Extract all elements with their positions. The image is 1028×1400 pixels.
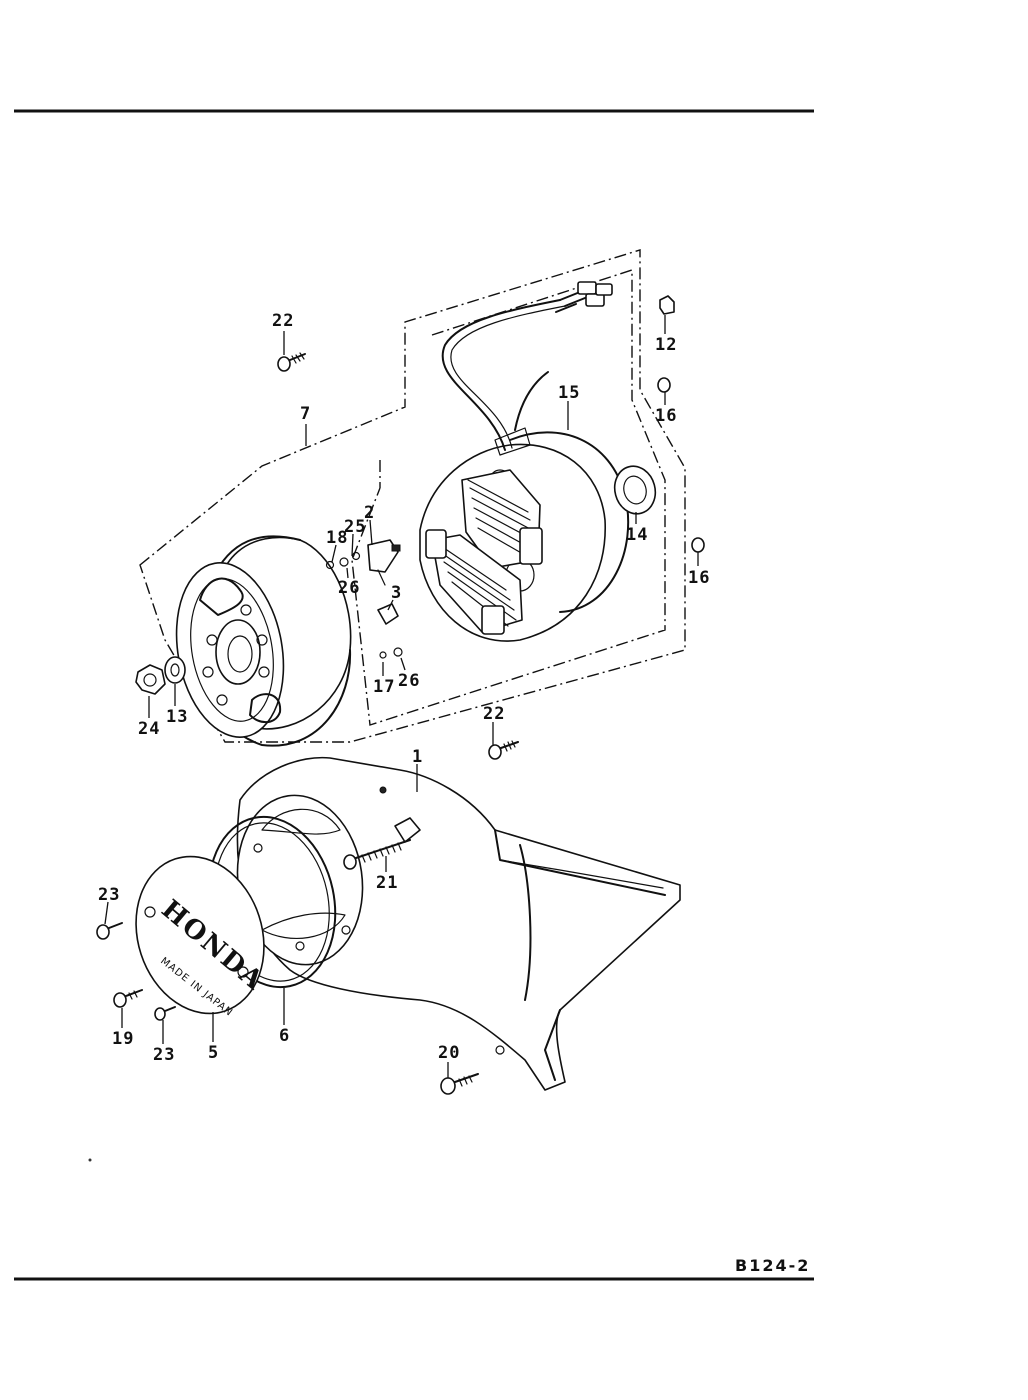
callout-6: 6 xyxy=(279,1026,290,1046)
callout-25: 25 xyxy=(344,517,366,537)
screw xyxy=(113,989,143,1008)
page-code: B124-2 xyxy=(735,1256,810,1275)
callout-26: 26 xyxy=(338,578,360,598)
callout-19: 19 xyxy=(112,1029,134,1049)
screw xyxy=(96,922,123,940)
callout-15: 15 xyxy=(558,383,580,403)
screw xyxy=(440,1073,479,1095)
callout-1: 1 xyxy=(412,747,423,767)
callout-7: 7 xyxy=(300,404,311,424)
callout-21: 21 xyxy=(376,873,398,893)
crankcase-cover xyxy=(236,756,681,1091)
bolt xyxy=(343,839,411,870)
oil-seal xyxy=(613,465,657,515)
callout-2: 2 xyxy=(364,503,375,523)
flywheel-rotor xyxy=(175,535,352,747)
o-ring xyxy=(691,537,705,553)
callout-23: 23 xyxy=(153,1045,175,1065)
washer xyxy=(164,656,186,684)
breaker-screws xyxy=(325,551,403,659)
callout-16: 16 xyxy=(688,568,710,588)
callout-22: 22 xyxy=(272,311,294,331)
callout-13: 13 xyxy=(166,707,188,727)
leader-lines xyxy=(104,315,699,1078)
screw xyxy=(154,1006,176,1021)
callout-18: 18 xyxy=(326,528,348,548)
callout-23: 23 xyxy=(98,885,120,905)
callout-20: 20 xyxy=(438,1043,460,1063)
screw xyxy=(488,740,519,760)
callout-12: 12 xyxy=(655,335,677,355)
callout-26: 26 xyxy=(398,671,420,691)
screw xyxy=(277,352,306,372)
callout-14: 14 xyxy=(626,525,648,545)
callout-labels: 22 7 15 12 16 14 16 2 25 18 26 3 17 26 2… xyxy=(98,311,710,1065)
stator-wire-harness xyxy=(441,281,613,456)
callout-3: 3 xyxy=(391,583,402,603)
charging-coil-upper xyxy=(461,469,543,569)
grommet xyxy=(659,295,675,315)
callout-22: 22 xyxy=(483,704,505,724)
flange-nut xyxy=(135,664,166,695)
contact-breaker xyxy=(367,539,401,586)
charging-coil-lower xyxy=(425,529,523,635)
generator-cover: HONDA MADE IN JAPAN xyxy=(135,855,270,1019)
condenser-block xyxy=(377,603,399,625)
callout-5: 5 xyxy=(208,1043,219,1063)
callout-24: 24 xyxy=(138,719,160,739)
callout-17: 17 xyxy=(373,677,395,697)
o-ring xyxy=(657,377,671,393)
scan-speck xyxy=(88,1158,92,1162)
callout-16: 16 xyxy=(655,406,677,426)
assembly-stator-outline xyxy=(351,269,666,726)
